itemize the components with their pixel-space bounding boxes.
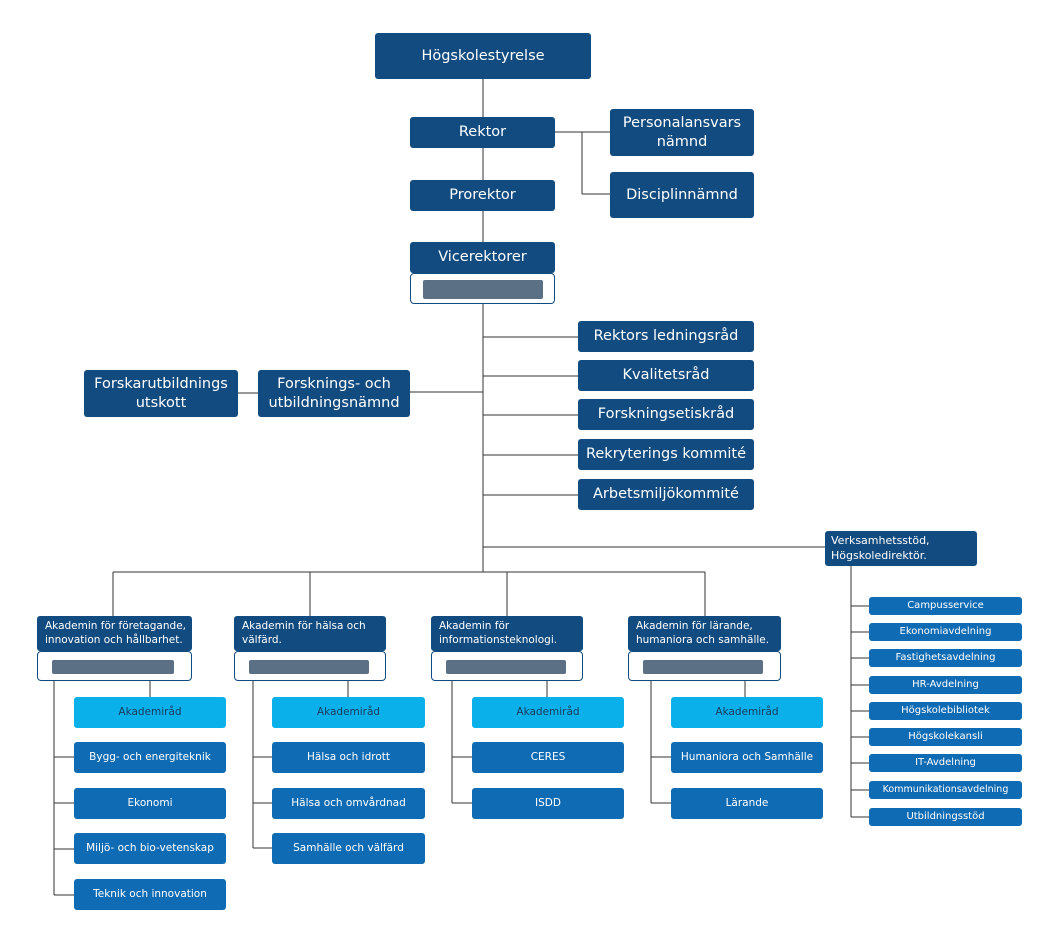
academy-unit-box: Samhälle och välfärd: [272, 833, 425, 864]
academy-names-panel: [37, 651, 192, 681]
academy-unit-box: Miljö- och bio-vetenskap: [74, 833, 226, 864]
support-title-box: Verksamhetsstöd, Högskoledirektör.: [825, 531, 977, 566]
support-unit: Ekonomiavdelning: [869, 623, 1022, 641]
academy-names-panel: [431, 651, 583, 681]
council-box: Arbetsmiljökommité: [578, 479, 754, 510]
redacted-name-bar: [52, 660, 174, 674]
academy-unit-box: Bygg- och energiteknik: [74, 742, 226, 773]
academy-title-box: Akademin för lärande, humaniora och samh…: [628, 616, 781, 651]
council-box: Rekryterings kommité: [578, 439, 754, 470]
doctoral-committee-box: Forskarutbildnings utskott: [84, 370, 238, 417]
support-unit: Högskolebibliotek: [869, 702, 1022, 720]
academy-unit-box: Teknik och innovation: [74, 879, 226, 910]
academy-council-box: Akademiråd: [74, 697, 226, 728]
academy-title-box: Akademin för informationsteknologi.: [431, 616, 583, 651]
support-unit: Fastighetsavdelning: [869, 649, 1022, 667]
academy-unit-box: CERES: [472, 742, 624, 773]
vice-rectors-names-panel: [410, 273, 555, 304]
vice-rectors-box: Vicerektorer: [410, 242, 555, 273]
academy-unit-box: Lärande: [671, 788, 823, 819]
personnel-committee-box: Personalansvars nämnd: [610, 109, 754, 156]
academy-names-panel: [628, 651, 781, 681]
redacted-name-bar: [446, 660, 566, 674]
research-committee-box: Forsknings- och utbildningsnämnd: [258, 370, 410, 417]
academy-title-box: Akademin för företagande, innovation och…: [37, 616, 192, 651]
academy-unit-box: Humaniora och Samhälle: [671, 742, 823, 773]
academy-unit-box: Ekonomi: [74, 788, 226, 819]
redacted-name-bar: [423, 280, 543, 299]
academy-council-box: Akademiråd: [472, 697, 624, 728]
support-unit: IT-Avdelning: [869, 754, 1022, 772]
support-unit: Utbildningsstöd: [869, 808, 1022, 826]
academy-names-panel: [234, 651, 386, 681]
academy-title-box: Akademin för hälsa och välfärd.: [234, 616, 386, 651]
support-unit: Kommunikationsavdelning: [869, 781, 1022, 799]
council-box: Rektors ledningsråd: [578, 321, 754, 352]
academy-unit-box: ISDD: [472, 788, 624, 819]
board-box: Högskolestyrelse: [375, 33, 591, 79]
academy-unit-box: Hälsa och omvårdnad: [272, 788, 425, 819]
redacted-name-bar: [643, 660, 763, 674]
academy-council-box: Akademiråd: [671, 697, 823, 728]
prorector-box: Prorektor: [410, 180, 555, 211]
rector-box: Rektor: [410, 117, 555, 148]
council-box: Kvalitetsråd: [578, 360, 754, 391]
council-box: Forskningsetiskråd: [578, 399, 754, 430]
discipline-committee-box: Disciplinnämnd: [610, 172, 754, 218]
academy-council-box: Akademiråd: [272, 697, 425, 728]
support-unit: Campusservice: [869, 597, 1022, 615]
redacted-name-bar: [249, 660, 369, 674]
support-unit: Högskolekansli: [869, 728, 1022, 746]
academy-unit-box: Hälsa och idrott: [272, 742, 425, 773]
support-unit: HR-Avdelning: [869, 676, 1022, 694]
